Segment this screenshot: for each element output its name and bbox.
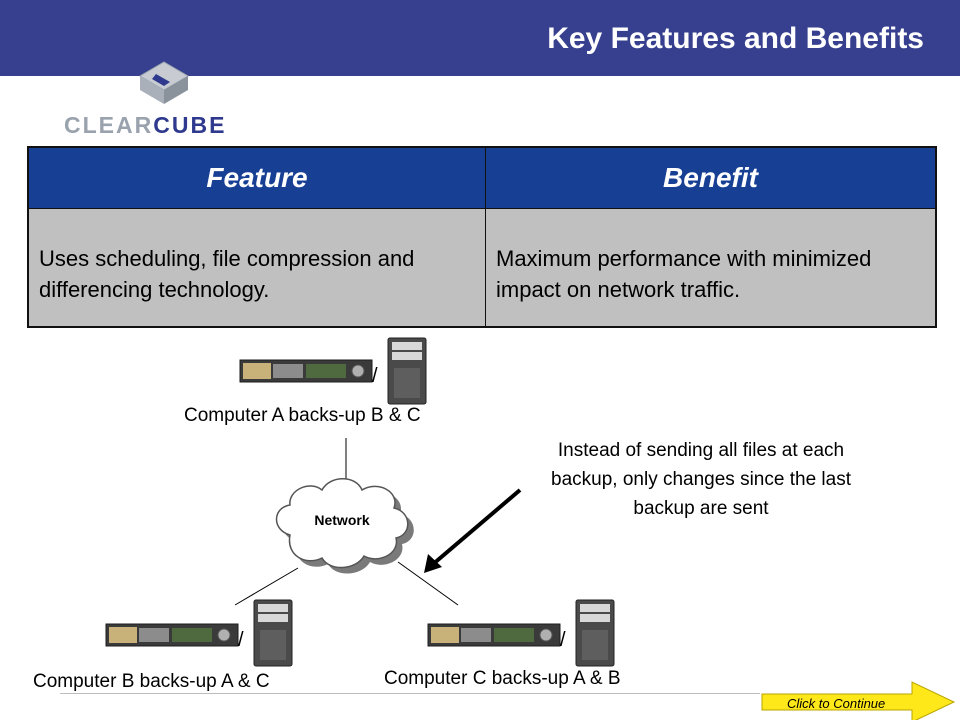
feature-cell: Uses scheduling, file compression and di… bbox=[27, 208, 486, 328]
table-header-row: Feature Benefit bbox=[27, 146, 937, 209]
slide-title: Key Features and Benefits bbox=[547, 22, 924, 55]
continue-arrow-icon bbox=[761, 681, 956, 720]
link-network-c bbox=[397, 561, 459, 606]
computer-c-blade-icon bbox=[427, 623, 561, 647]
computer-b-blade-icon bbox=[105, 623, 239, 647]
callout-arrow-head bbox=[424, 554, 442, 573]
feature-header: Feature bbox=[27, 146, 486, 209]
network-diagram: Network / / / bbox=[105, 337, 615, 667]
computer-c-slash: / bbox=[560, 629, 566, 651]
computer-a-blade-icon bbox=[239, 359, 373, 383]
benefit-header: Benefit bbox=[485, 146, 937, 209]
computer-a-slash: / bbox=[372, 365, 378, 387]
computer-c-label: Computer C backs-up A & B bbox=[384, 668, 621, 689]
callout-arrow-line bbox=[430, 488, 522, 567]
clearcube-logo bbox=[139, 61, 189, 104]
computer-a-label: Computer A backs-up B & C bbox=[184, 405, 421, 426]
computer-b-label: Computer B backs-up A & C bbox=[33, 671, 270, 692]
benefit-cell: Maximum performance with minimized impac… bbox=[485, 208, 937, 328]
feature-benefit-table: Feature Benefit Uses scheduling, file co… bbox=[27, 146, 937, 328]
logo-text-cube: CUBE bbox=[153, 112, 227, 138]
network-label: Network bbox=[314, 512, 369, 528]
callout-text: Instead of sending all files at each bac… bbox=[551, 440, 851, 519]
table-row: Uses scheduling, file compression and di… bbox=[27, 208, 937, 328]
click-to-continue-label[interactable]: Click to Continue bbox=[787, 696, 886, 711]
title-bar: Key Features and Benefits bbox=[0, 0, 960, 76]
logo-wordmark: CLEARCUBE bbox=[64, 112, 226, 139]
link-network-b bbox=[234, 567, 299, 606]
click-to-continue-button[interactable] bbox=[760, 680, 956, 720]
computer-b-slash: / bbox=[238, 629, 244, 651]
footer-divider bbox=[60, 693, 760, 694]
network-cloud-icon bbox=[275, 478, 414, 574]
computer-b-tower-icon bbox=[253, 599, 293, 667]
computer-c-tower-icon bbox=[575, 599, 615, 667]
computer-a-tower-icon bbox=[387, 337, 427, 405]
logo-text-clear: CLEAR bbox=[64, 112, 154, 138]
